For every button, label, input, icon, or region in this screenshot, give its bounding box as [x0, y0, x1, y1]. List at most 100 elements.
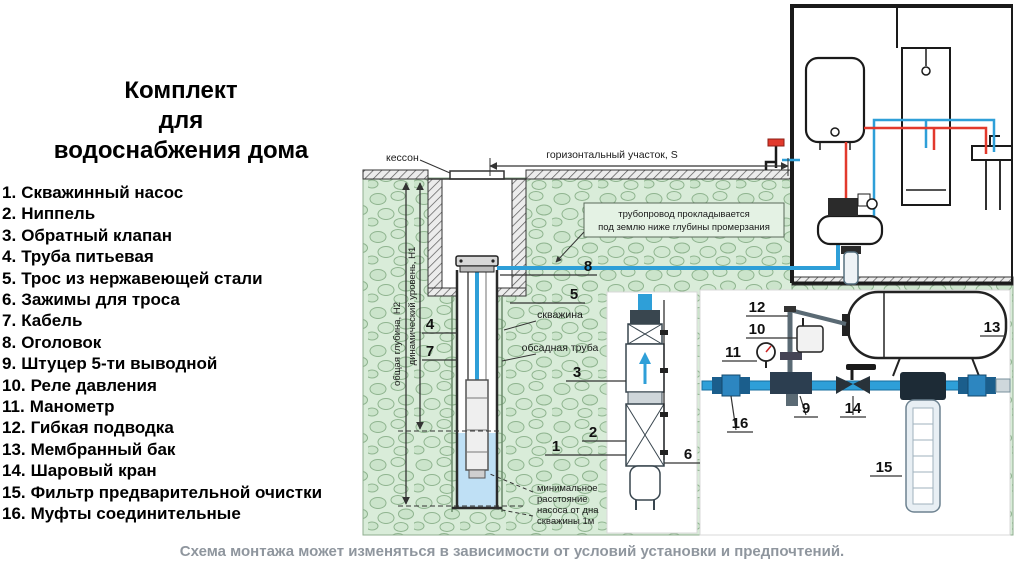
item-label: Шаровый кран — [30, 461, 157, 481]
label-min-dist-4: скважины 1м — [537, 516, 594, 527]
callout-16: 16 — [732, 415, 749, 432]
item-number: 5. — [2, 268, 17, 288]
flexible-hose — [789, 308, 847, 326]
item-number: 11. — [2, 397, 25, 417]
legend-item-10: 10.Реле давления — [2, 375, 362, 396]
item-label: Трос из нержавеющей стали — [21, 268, 263, 288]
legend-item-6: 6.Зажимы для троса — [2, 289, 362, 310]
title-line-1: Комплект — [124, 77, 238, 104]
water-heater — [804, 56, 866, 150]
label-pipeline-note-2: под землю ниже глубины промерзания — [598, 222, 770, 233]
callout-7: 7 — [426, 343, 434, 360]
pressure-relay — [796, 318, 824, 353]
label-dynamic-level: динамический уровень, H1 — [407, 247, 418, 366]
item-label: Реле давления — [30, 375, 157, 395]
coupling-right — [958, 374, 1011, 397]
item-number: 6. — [2, 290, 17, 310]
manometer — [756, 342, 776, 368]
item-number: 4. — [2, 247, 17, 267]
callout-5: 5 — [570, 286, 578, 303]
diagram-labels: кессон горизонтальный участок, S трубопр… — [386, 149, 770, 527]
footer-note: Схема монтажа может изменяться в зависим… — [179, 543, 845, 560]
item-number: 9. — [2, 354, 17, 374]
item-number: 7. — [2, 311, 17, 331]
borehole-pump — [465, 379, 489, 479]
legend-item-5: 5.Трос из нержавеющей стали — [2, 268, 362, 289]
indoor-pump-station — [816, 193, 884, 285]
item-number: 12. — [2, 418, 26, 438]
callout-2: 2 — [589, 424, 597, 441]
title-line-3: водоснабжения дома — [53, 137, 309, 164]
underground-cold-pipe — [497, 244, 840, 270]
item-label: Манометр — [29, 397, 115, 417]
item-label: Кабель — [21, 311, 83, 331]
sink — [971, 135, 1013, 210]
wellhead — [455, 255, 499, 273]
callout-11: 11 — [725, 344, 741, 361]
callout-9: 9 — [802, 400, 810, 417]
item-label: Гибкая подводка — [30, 418, 174, 438]
membrane-tank — [842, 290, 1008, 377]
callout-14: 14 — [845, 400, 862, 417]
item-label: Штуцер 5-ти выводной — [21, 354, 218, 374]
legend-item-16: 16.Муфты соединительные — [2, 503, 362, 524]
legend-item-11: 11.Манометр — [2, 396, 362, 417]
item-number: 2. — [2, 204, 17, 224]
legend-list: 1.Скважинный насос 2.Ниппель 3.Обратный … — [0, 182, 362, 525]
item-label: Мембранный бак — [30, 439, 176, 459]
well — [451, 255, 503, 512]
item-number: 16. — [2, 504, 26, 524]
legend-item-15: 15.Фильтр предварительной очистки — [2, 482, 362, 503]
legend-item-7: 7.Кабель — [2, 310, 362, 331]
pipes — [497, 118, 996, 270]
label-pipeline-note-1: трубопровод прокладывается — [618, 209, 750, 220]
callout-1: 1 — [552, 438, 560, 455]
item-number: 10. — [2, 375, 26, 395]
callouts: 8 5 4 7 3 2 1 6 12 10 11 13 16 9 14 15 — [422, 258, 1006, 477]
item-label: Труба питьевая — [21, 247, 154, 267]
callout-8: 8 — [584, 258, 592, 275]
item-label: Оголовок — [21, 332, 102, 352]
legend-item-1: 1.Скважинный насос — [2, 182, 362, 203]
label-min-dist-2: расстояние — [537, 494, 588, 505]
legend-item-3: 3.Обратный клапан — [2, 225, 362, 246]
callout-13: 13 — [984, 319, 1001, 336]
callout-10: 10 — [749, 321, 766, 338]
label-min-dist-1: минимальное — [537, 483, 598, 494]
item-label: Обратный клапан — [21, 225, 172, 245]
pre-filter — [900, 372, 946, 513]
left-panel: Комплект для водоснабжения дома 1.Скважи… — [0, 0, 362, 525]
label-well: скважина — [537, 309, 583, 321]
flow-arrow-icon — [639, 352, 651, 364]
item-number: 3. — [2, 225, 17, 245]
page-title: Комплект для водоснабжения дома — [0, 76, 362, 166]
pipeline-note-box — [583, 202, 785, 238]
pump-closeup — [625, 294, 668, 510]
coupling-left — [712, 374, 750, 397]
callout-6: 6 — [684, 446, 692, 463]
legend-item-2: 2.Ниппель — [2, 203, 362, 224]
title-line-2: для — [158, 107, 204, 134]
label-min-dist-3: насоса от дна — [537, 505, 599, 516]
callout-15: 15 — [876, 459, 893, 476]
legend-item-4: 4.Труба питьевая — [2, 246, 362, 267]
legend-item-12: 12.Гибкая подводка — [2, 417, 362, 438]
item-label: Фильтр предварительной очистки — [30, 482, 323, 502]
item-number: 14. — [2, 461, 26, 481]
item-number: 15. — [2, 482, 26, 502]
item-label: Муфты соединительные — [30, 504, 241, 524]
item-number: 13. — [2, 439, 26, 459]
cold-riser — [872, 118, 996, 216]
five-way-fitting — [770, 306, 847, 406]
item-label: Ниппель — [21, 204, 96, 224]
callout-3: 3 — [573, 364, 581, 381]
item-label: Скважинный насос — [21, 183, 184, 202]
station-closeup — [701, 290, 1011, 513]
dimensions — [398, 158, 789, 517]
label-casing: обсадная труба — [522, 342, 599, 354]
ball-valve — [836, 364, 876, 394]
label-kesson: кессон — [386, 152, 419, 164]
item-label: Зажимы для троса — [21, 290, 180, 310]
